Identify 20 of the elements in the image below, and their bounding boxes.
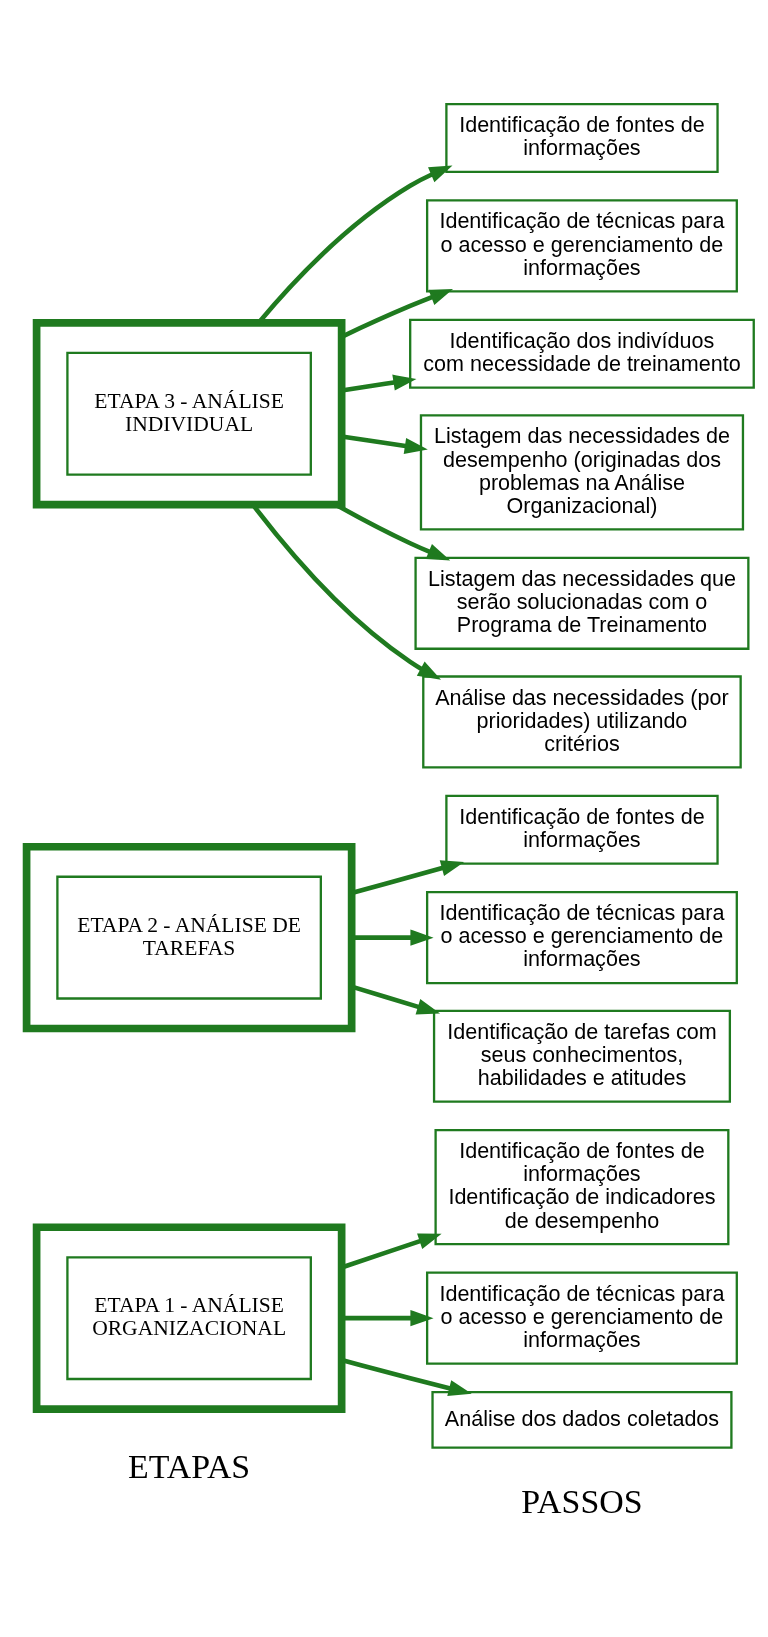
node-box: Identificação de fontes de informações <box>445 102 719 173</box>
node-box: Identificação de técnicas para o acesso e gerenciamento de informações <box>426 198 738 292</box>
node-box: Identificação de fontes de informações Identificação de indicadores de desempenho <box>434 1128 730 1245</box>
node-box: Identificação de técnicas para o acesso e gerenciamento de informações <box>426 1271 738 1365</box>
node-box: Identificação de fontes de informações <box>445 794 719 865</box>
node-box: Análise dos dados coletados <box>431 1390 733 1449</box>
label: ETAPAS <box>128 1447 251 1485</box>
node-box: Identificação dos indivíduos com necessidade de treinamento <box>409 318 755 389</box>
node-box: ETAPA 1 - ANÁLISE ORGANIZACIONAL <box>66 1255 312 1380</box>
cluster <box>32 1222 346 1413</box>
node-box: ETAPA 3 - ANÁLISE INDIVIDUAL <box>66 351 312 476</box>
cluster <box>22 842 356 1032</box>
node-box: ETAPA 2 - ANÁLISE DE TAREFAS <box>56 875 322 1000</box>
label: PASSOS <box>521 1482 643 1520</box>
node-box: Listagem das necessidades que serão solucionadas com o Programa de Treinamento <box>414 556 750 650</box>
cluster <box>32 318 346 509</box>
node-box: Identificação de técnicas para o acesso e gerenciamento de informações <box>426 890 738 984</box>
node-box: Identificação de tarefas com seus conhecimentos, habilidades e atitudes <box>432 1009 731 1103</box>
node-box: Listagem das necessidades de desempenho (originadas dos problemas na Análise Organizacional) <box>419 413 745 531</box>
node-box: Análise das necessidades (por prioridades) utilizando critérios <box>422 674 742 769</box>
